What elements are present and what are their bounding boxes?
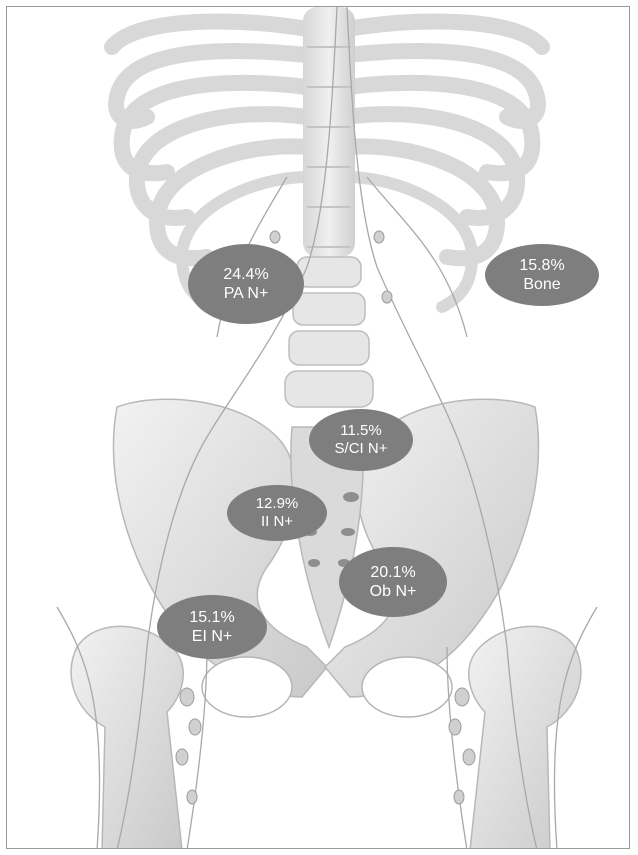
spine <box>285 7 373 407</box>
anatomy-figure: 24.4% PA N+ 15.8% Bone 11.5% S/CI N+ 12.… <box>6 6 630 849</box>
ii-site: II N+ <box>261 513 293 531</box>
sci-node-label: 11.5% S/CI N+ <box>309 409 413 471</box>
ii-node-label: 12.9% II N+ <box>227 485 327 541</box>
ob-percent: 20.1% <box>370 563 415 582</box>
femurs <box>71 626 581 849</box>
ei-site: EI N+ <box>192 627 232 646</box>
ob-site: Ob N+ <box>370 582 417 601</box>
ei-node-label: 15.1% EI N+ <box>157 595 267 659</box>
bone-percent: 15.8% <box>519 256 564 275</box>
ei-percent: 15.1% <box>189 608 234 627</box>
sci-site: S/CI N+ <box>335 440 388 458</box>
pa-percent: 24.4% <box>223 265 268 284</box>
sci-percent: 11.5% <box>340 422 381 440</box>
ii-percent: 12.9% <box>256 495 299 513</box>
bone-label: 15.8% Bone <box>485 244 599 306</box>
ob-node-label: 20.1% Ob N+ <box>339 547 447 617</box>
pa-site: PA N+ <box>224 284 269 303</box>
bone-site: Bone <box>523 275 560 294</box>
pa-node-label: 24.4% PA N+ <box>188 244 304 324</box>
